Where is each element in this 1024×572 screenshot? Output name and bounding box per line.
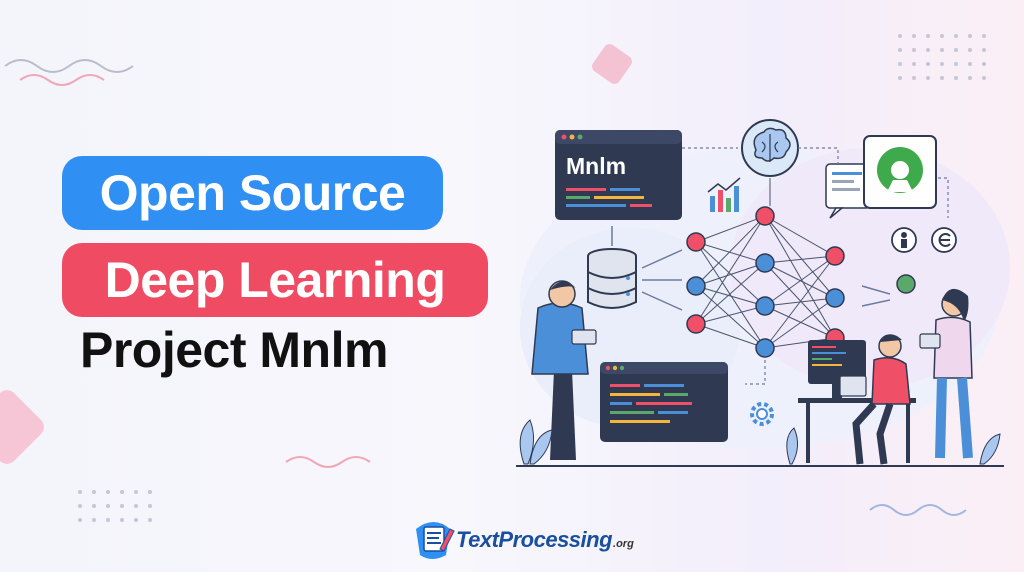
brand-logo-icon <box>416 522 455 559</box>
desk-scene <box>798 334 916 465</box>
creative-commons-icon <box>931 227 957 253</box>
code-window-title: Mnlm <box>566 153 626 179</box>
network-nodes <box>686 206 916 358</box>
plant-left <box>519 419 553 465</box>
brand-logo[interactable]: TextProcessing .org <box>410 518 634 562</box>
network-edges <box>695 178 836 349</box>
deep-learning-illustration: Mnlm <box>516 119 1010 467</box>
code-window-bottom <box>600 362 728 442</box>
person-left <box>531 280 597 460</box>
brand-suffix: .org <box>613 538 634 550</box>
gear-icon <box>750 402 774 426</box>
person-right <box>919 288 973 459</box>
database-icon <box>587 248 637 309</box>
open-source-logo-icon <box>863 135 937 209</box>
headline-project-name: Project Mnlm <box>80 322 388 378</box>
chart-icon <box>707 177 741 212</box>
headline-deep-learning: Deep Learning <box>62 243 488 317</box>
plant-right <box>786 427 1001 465</box>
code-window-top: Mnlm <box>555 130 682 220</box>
brain-icon <box>741 119 799 177</box>
brand-name: TextProcessing <box>456 527 613 552</box>
person-icon <box>891 227 917 253</box>
headline-open-source: Open Source <box>62 156 443 230</box>
